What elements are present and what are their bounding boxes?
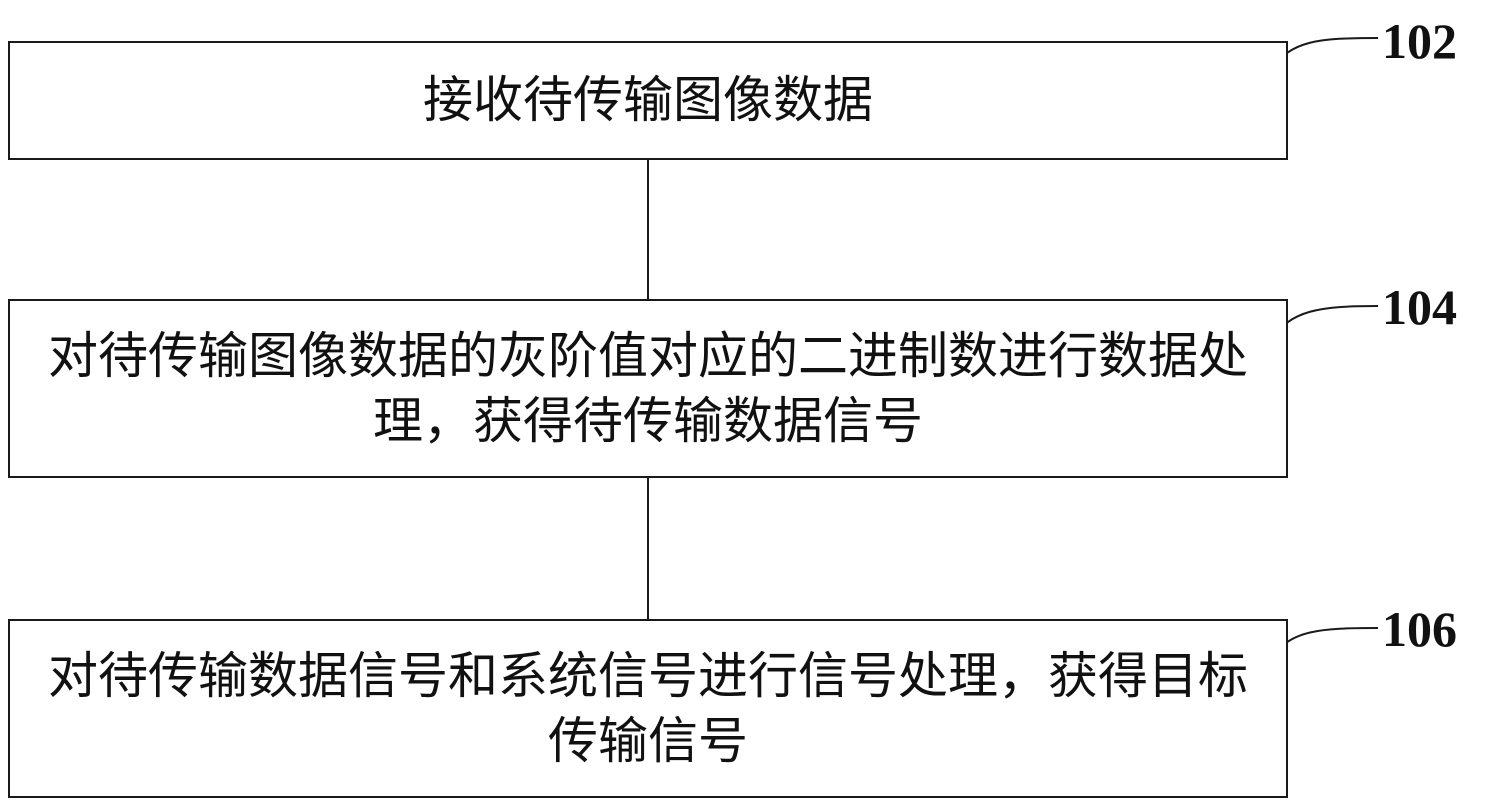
step-box-102: 接收待传输图像数据 bbox=[8, 41, 1288, 160]
step-text-102: 接收待传输图像数据 bbox=[423, 71, 873, 129]
step-box-104: 对待传输图像数据的灰阶值对应的二进制数进行数据处理，获得待传输数据信号 bbox=[8, 299, 1288, 478]
step-box-106: 对待传输数据信号和系统信号进行信号处理，获得目标传输信号 bbox=[8, 619, 1288, 798]
step-label-104: 104 bbox=[1382, 279, 1457, 335]
step-text-106: 对待传输数据信号和系统信号进行信号处理，获得目标传输信号 bbox=[48, 646, 1248, 770]
step-text-104: 对待传输图像数据的灰阶值对应的二进制数进行数据处理，获得待传输数据信号 bbox=[48, 326, 1248, 450]
step-label-102: 102 bbox=[1382, 13, 1457, 69]
step-label-106: 106 bbox=[1382, 601, 1457, 657]
